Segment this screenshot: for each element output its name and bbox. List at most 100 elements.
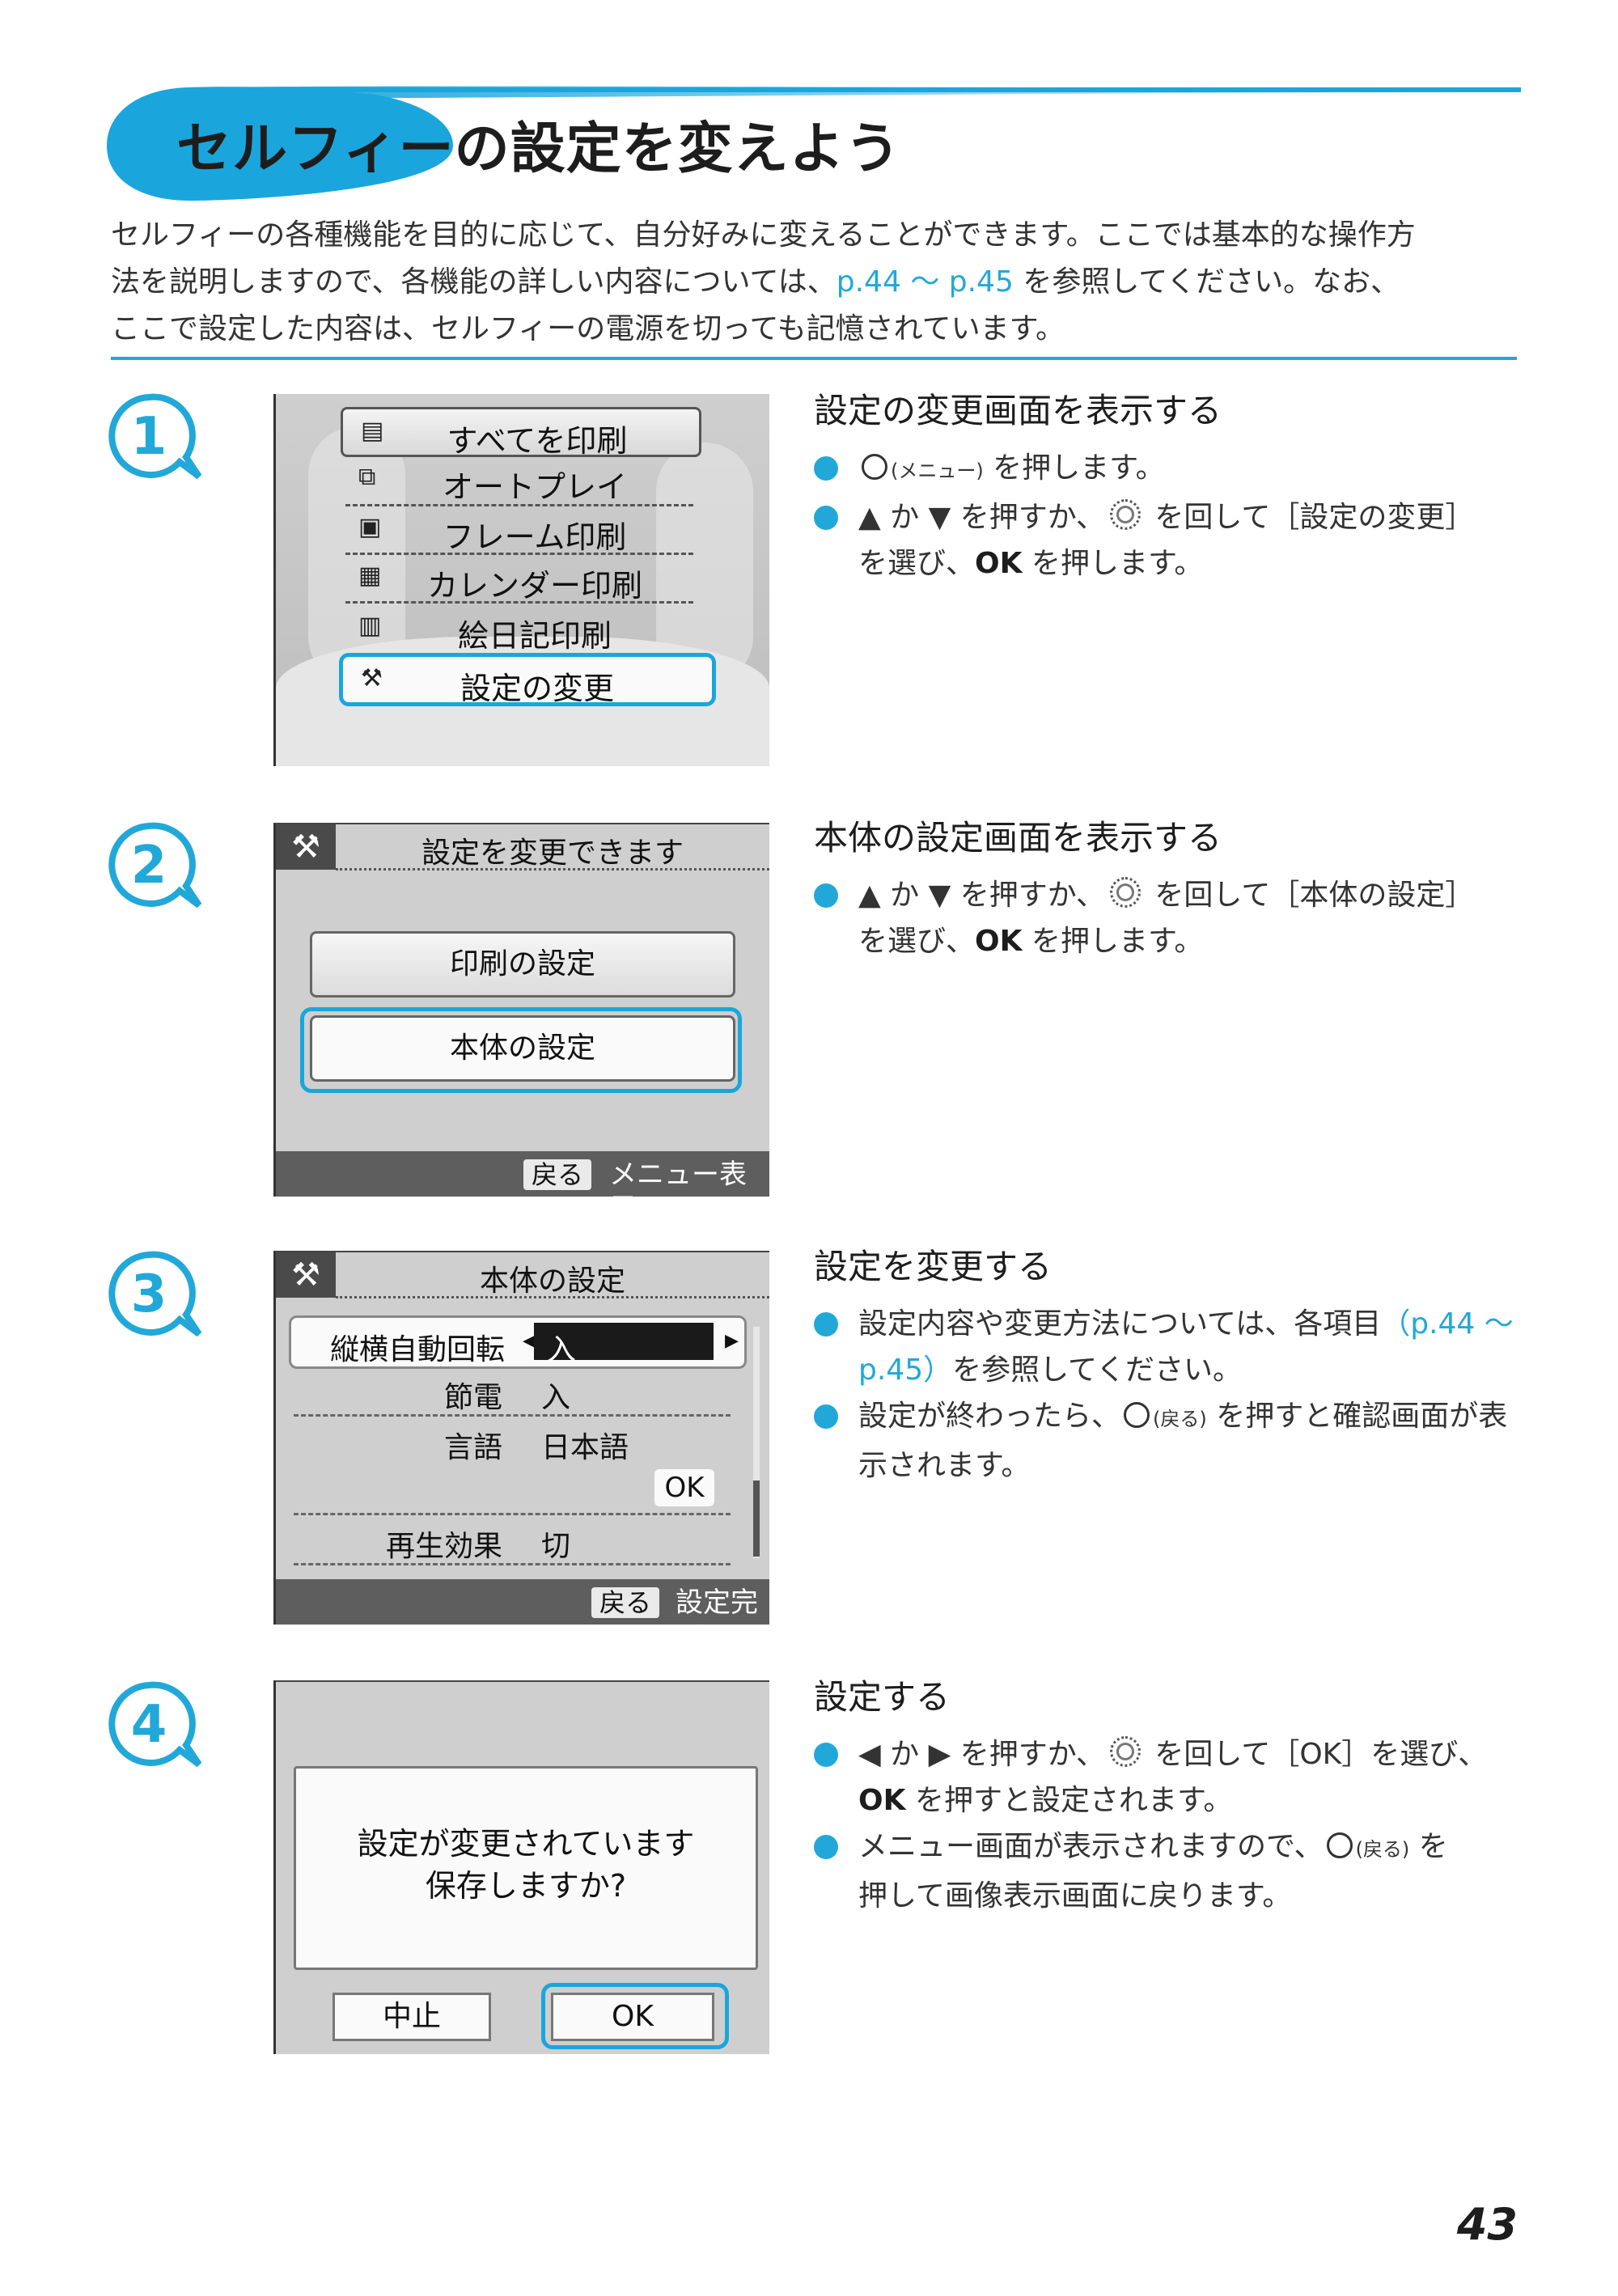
bullet-icon [814,506,838,530]
setting-row-playback-effect[interactable]: 再生効果 切 [289,1514,742,1563]
intro-divider [111,357,1517,360]
menu-divider [345,504,693,506]
bullet-icon [814,1835,838,1859]
arrow-left-icon[interactable]: ◀ [523,1331,536,1351]
bullet-text: を押します。 [1022,547,1204,580]
setting-value: 入 [541,1381,571,1414]
menu-item-label: フレーム印刷 [443,519,627,555]
step-2-number: 2 [130,836,167,896]
settings-icon: ⚒ [276,1252,336,1298]
ok-key-label: OK [975,547,1023,580]
page-number: 43 [1456,2199,1518,2250]
button-circle-icon [1124,1402,1150,1428]
bullet-icon [814,1743,838,1767]
ok-button[interactable]: OK [551,1993,714,2041]
step-3-number: 3 [130,1264,167,1324]
bullet-text: を押します。 [1022,925,1204,958]
menu-item-print-all[interactable]: ▤ すべてを印刷 [341,407,701,459]
control-dial-icon [1109,877,1141,908]
page-reference-link[interactable]: （p.44 ～ p.45） [858,1307,1514,1387]
selection-highlight [541,1983,729,2049]
ok-key-label: OK [975,925,1023,958]
setting-row-language[interactable]: 言語 日本語 [289,1416,742,1464]
setting-value: 日本語 [541,1431,629,1464]
bullet-line: 押して画像表示画面に戻ります。 [858,1879,1292,1913]
frame-print-icon: ▣ [358,513,382,541]
step-3-bullet-1: 設定内容や変更方法については、各項目（p.44 ～ p.45）を参照してください… [814,1301,1526,1393]
intro-paragraph: セルフィーの各種機能を目的に応じて、自分好みに変えることができます。ここでは基本… [111,212,1518,353]
step-4-bullet-1: ◀ か ▶ を押すか、 を回して［OK］を選び、 OK を押すと設定されます。 [814,1731,1526,1824]
step-4-text: 設定する ◀ か ▶ を押すか、 を回して［OK］を選び、 OK を押すと設定さ… [814,1675,1526,1919]
setting-row-auto-rotate[interactable]: 縦横自動回転 ◀ 入 ▶ [289,1315,747,1369]
bullet-text: を押します。 [983,451,1165,485]
step-2-bullet-1: ▲ か ▼ を押すか、 を回して［本体の設定］ を選び、OK を押します。 [814,872,1526,964]
step-4-badge: 4 [105,1680,202,1777]
menu-item-picture-diary[interactable]: ▥ 絵日記印刷 [341,604,697,654]
setting-row-power-save[interactable]: 節電 入 [289,1366,742,1414]
step-3-title: 設定を変更する [814,1247,1053,1286]
bullet-text: を回して［設定の変更］ [1145,501,1475,534]
autoplay-icon: ⧉ [358,463,376,491]
cancel-button[interactable]: 中止 [332,1993,491,2041]
row-divider [294,1414,731,1417]
bullet-text: を回して［OK］を選び、 [1145,1738,1488,1771]
menu-item-change-settings[interactable]: ⚒ 設定の変更 [339,653,716,706]
menu-item-frame-print[interactable]: ▣ フレーム印刷 [341,506,697,556]
bullet-icon [814,456,838,481]
settings-icon: ⚒ [276,824,336,870]
page-title: セルフィーの設定を変えよう [176,117,901,181]
intro-text: を参照してください。なお、 [1013,265,1400,299]
screen-header-title: 設定を変更できます [336,829,769,871]
bullet-text: を [1409,1830,1448,1863]
page-reference-link[interactable]: p.44 ～ p.45 [836,265,1014,299]
step-1-title: 設定の変更画面を表示する [814,391,1222,430]
menu-item-calendar-print[interactable]: ▦ カレンダー印刷 [341,554,697,604]
scrollbar-track[interactable] [753,1327,760,1558]
bullet-text: を押すと設定されます。 [905,1784,1233,1817]
picture-diary-icon: ▥ [358,612,382,640]
screen-device-settings: ⚒ 本体の設定 縦横自動回転 ◀ 入 ▶ 節電 入 言語 日本語 OK 再生効果… [273,1251,769,1625]
control-dial-icon [1109,499,1141,530]
intro-text: 法を説明しますので、各機能の詳しい内容については、 [111,265,837,299]
selection-highlight [300,1007,742,1093]
device-settings-button[interactable]: 本体の設定 [310,1015,735,1082]
ok-key-label: OK [858,1784,906,1817]
bullet-text: を回して［本体の設定］ [1145,879,1475,912]
scrollbar-thumb[interactable] [753,1481,760,1557]
ok-button[interactable]: OK [654,1469,714,1506]
bullet-line: を選び、OK を押します。 [858,918,1526,964]
row-divider [294,1563,731,1565]
step-1-number: 1 [130,407,167,467]
bullet-text: を参照してください。 [952,1353,1242,1387]
menu-item-autoplay[interactable]: ⧉ オートプレイ [341,455,697,506]
dialog-message-line-2: 保存しますか? [425,1868,627,1904]
setting-value-box [534,1323,714,1360]
screen-save-confirm: 設定が変更されています 保存しますか? 中止 OK [273,1680,769,2054]
step-1-bullet-2: ▲ か ▼ を押すか、 を回して［設定の変更］ を選び、OK を押します。 [814,494,1526,587]
menu-divider [345,601,693,604]
menu-item-label: オートプレイ [442,469,627,505]
step-2-text: 本体の設定画面を表示する ▲ か ▼ を押すか、 を回して［本体の設定］ を選び… [814,815,1526,964]
setting-value: 切 [541,1530,571,1563]
calendar-print-icon: ▦ [358,561,382,590]
bullet-text: ▲ か ▼ を押すか、 [858,879,1105,912]
bullet-text: を選び、 [858,547,976,580]
print-all-icon: ▤ [361,417,384,445]
print-settings-button[interactable]: 印刷の設定 [310,931,735,998]
confirm-dialog: 設定が変更されています 保存しますか? [294,1766,758,1970]
button-name: (戻る) [1355,1838,1410,1861]
setting-label: 再生効果 [385,1530,502,1563]
setting-label: 言語 [443,1431,502,1464]
arrow-right-icon[interactable]: ▶ [725,1331,739,1351]
step-3-bullet-2: 設定が終わったら、(戻る) を押すと確認画面が表示されます。 [814,1393,1526,1489]
back-button[interactable]: 戻る [591,1587,660,1618]
back-button[interactable]: 戻る [523,1159,592,1190]
background-tree [656,443,753,685]
bullet-icon [814,883,838,908]
bullet-text: を押すと確認画面が表示されます。 [858,1400,1508,1482]
intro-line-3: ここで設定した内容は、セルフィーの電源を切っても記憶されています。 [111,312,1065,345]
setting-value: 入 [547,1333,577,1366]
bullet-text: メニュー画面が表示されますので、 [858,1830,1324,1863]
step-3-badge: 3 [105,1250,202,1347]
screen-menu: ▤ すべてを印刷 ⧉ オートプレイ ▣ フレーム印刷 ▦ カレンダー印刷 ▥ 絵… [273,394,769,766]
